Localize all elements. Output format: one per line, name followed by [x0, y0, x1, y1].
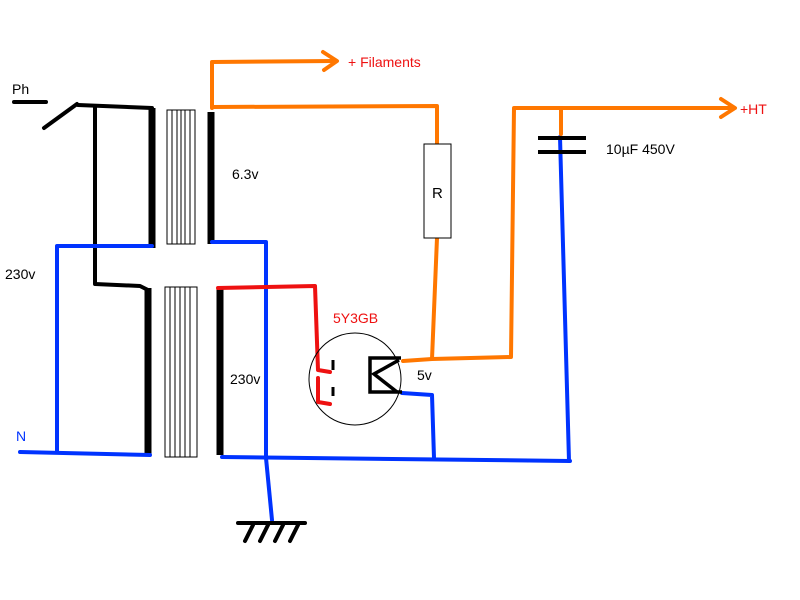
filament-voltage-label: 6.3v — [232, 166, 258, 182]
transformer-core-upper — [166, 109, 196, 245]
tube-heater — [370, 358, 400, 394]
earth-ground-icon — [236, 521, 307, 543]
rectifier-heater-voltage-label: 5v — [417, 367, 432, 383]
neutral-label: N — [16, 428, 26, 444]
rectifier-tube — [308, 332, 402, 426]
neutral-ground-wiring — [18, 135, 572, 522]
mains-voltage-label: 230v — [5, 266, 35, 282]
ht-label: +HT — [740, 101, 767, 117]
phase-label: Ph — [12, 81, 29, 97]
ht-filament-wiring — [210, 50, 737, 363]
mains-switch — [42, 102, 79, 130]
ht-secondary-voltage-label: 230v — [230, 371, 260, 387]
resistor — [423, 143, 452, 239]
phase-wiring — [12, 100, 154, 292]
capacitor — [538, 136, 586, 154]
filaments-label: + Filaments — [348, 54, 421, 70]
capacitor-label: 10µF 450V — [606, 141, 675, 157]
resistor-label: R — [432, 185, 443, 202]
tube-label: 5Y3GB — [333, 310, 378, 326]
tube-cathode — [368, 356, 402, 394]
transformer-windings — [144, 108, 224, 455]
transformer-core-lower — [164, 286, 198, 458]
rectifier-anode-wiring — [216, 284, 332, 406]
